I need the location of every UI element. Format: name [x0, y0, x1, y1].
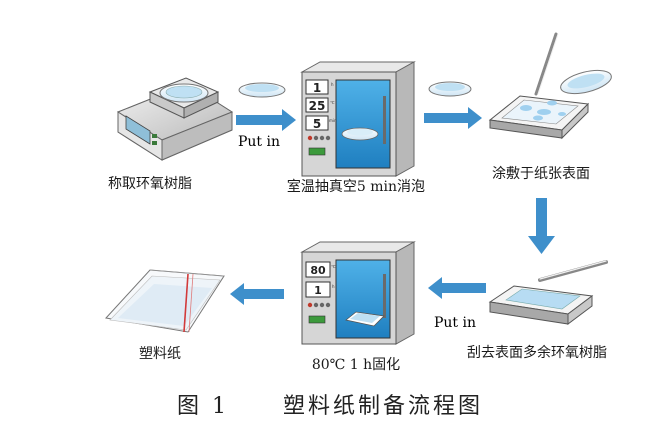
- put-in-label: Put in: [434, 315, 476, 331]
- step-label-degas: 室温抽真空5 min消泡: [287, 178, 425, 195]
- oven1-value-1: 1: [313, 81, 321, 95]
- step-label-coat: 涂敷于纸张表面: [492, 166, 590, 182]
- balance-illustration: [116, 77, 234, 161]
- arrow-down-icon: [528, 198, 555, 254]
- oven1-value-2: 25: [309, 99, 326, 113]
- oven2-value-2: 1: [314, 284, 322, 297]
- figure-title: 塑料纸制备流程图: [282, 394, 483, 419]
- figure-caption: 图 1 塑料纸制备流程图: [0, 388, 660, 420]
- step-label-weigh: 称取环氧树脂: [108, 176, 192, 192]
- step-label-scrape: 刮去表面多余环氧树脂: [467, 344, 607, 361]
- vacuum-oven-illustration: 1 h 25 ℃ 5 min: [300, 61, 416, 177]
- arrow-left-icon: [428, 277, 486, 299]
- figure-number: 图 1: [176, 394, 229, 419]
- oven1-unit-2: ℃: [330, 100, 335, 105]
- oven1-value-3: 5: [313, 117, 321, 131]
- arrow-right-icon: [236, 109, 296, 131]
- oven2-value-1: 80: [310, 264, 326, 277]
- oven1-unit-3: min: [329, 118, 337, 123]
- arrow-left-icon: [230, 283, 284, 305]
- put-in-label: Put in: [238, 134, 280, 150]
- scraping-illustration: [488, 260, 608, 325]
- step-label-cure: 80℃ 1 h固化: [312, 357, 400, 373]
- step-label-product: 塑料纸: [139, 346, 181, 362]
- curing-oven-illustration: 80 ℃ 1 h: [300, 241, 416, 345]
- oven2-unit-1: ℃: [331, 264, 336, 269]
- coated-paper-illustration: [488, 32, 612, 140]
- plastic-paper-illustration: [105, 269, 225, 333]
- oven2-unit-2: h: [332, 284, 335, 289]
- petri-dish-icon: [238, 82, 286, 98]
- arrow-right-icon: [424, 107, 482, 129]
- oven1-unit-1: h: [331, 82, 334, 87]
- petri-dish-icon: [428, 81, 472, 97]
